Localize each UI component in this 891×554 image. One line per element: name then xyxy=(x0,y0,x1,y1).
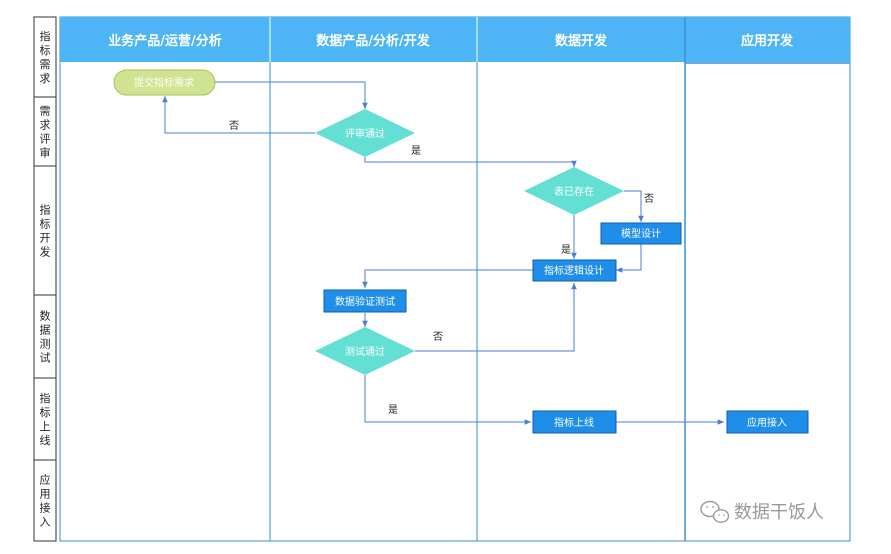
stage-char: 标 xyxy=(40,43,51,57)
stage-char: 指 xyxy=(40,391,51,405)
edge-review-yes xyxy=(364,157,577,167)
stage-char: 上 xyxy=(40,420,51,433)
process-validate-label: 数据验证测试 xyxy=(335,295,395,308)
process-logic-label: 指标逻辑设计 xyxy=(544,264,604,277)
stage-char: 指 xyxy=(40,203,51,217)
process-validate-test: 数据验证测试 xyxy=(323,289,407,313)
edge-label-table-yes: 是 xyxy=(561,244,571,256)
stage-char: 入 xyxy=(40,516,51,529)
stage-label-launch: 指标上线 xyxy=(40,391,51,447)
edge-review-no-back xyxy=(162,96,315,134)
stage-char: 审 xyxy=(40,146,51,160)
stage-char: 开 xyxy=(40,232,51,245)
process-model-label: 模型设计 xyxy=(621,227,661,240)
stage-char: 标 xyxy=(40,405,51,419)
stage-char: 发 xyxy=(40,245,51,259)
stage-char: 试 xyxy=(40,352,51,365)
stage-label-requirement: 指标需求 xyxy=(40,29,51,85)
process-launch-label: 指标上线 xyxy=(554,416,594,429)
stage-label-testing: 数据测试 xyxy=(40,310,51,365)
wechat-icon xyxy=(700,500,730,523)
decision-test-label: 测试通过 xyxy=(345,345,385,358)
watermark-text: 数据干饭人 xyxy=(734,502,824,523)
decision-table-exists: 表已存在 xyxy=(524,167,624,215)
lane-title-business: 业务产品/运营/分析 xyxy=(108,33,222,49)
stage-char: 求 xyxy=(40,119,51,132)
edge-label-review-yes: 是 xyxy=(411,145,421,157)
decision-review-label: 评审通过 xyxy=(345,127,385,140)
process-logic-design: 指标逻辑设计 xyxy=(532,259,617,282)
process-launch: 指标上线 xyxy=(532,410,617,434)
stage-char: 评 xyxy=(40,133,51,146)
swimlanes: 业务产品/运营/分析 数据产品/分析/开发 数据开发 应用开发 xyxy=(59,16,851,542)
stage-char: 数 xyxy=(40,310,51,323)
decision-test-pass: 测试通过 xyxy=(315,327,415,375)
node-submit-label: 提交指标需求 xyxy=(134,76,194,89)
stage-label-app-access: 应用接入 xyxy=(40,473,51,529)
edge-label-test-no: 否 xyxy=(433,331,443,343)
edge-logic-to-validate xyxy=(362,269,533,288)
stage-char: 接 xyxy=(40,502,51,515)
process-app-access-label: 应用接入 xyxy=(747,416,787,429)
stage-char: 求 xyxy=(40,72,51,85)
process-app-access: 应用接入 xyxy=(726,410,809,434)
edge-labels: 否 是 否 是 否 是 xyxy=(229,120,654,416)
stage-char: 线 xyxy=(40,433,51,447)
connectors xyxy=(162,81,724,425)
stage-char: 应 xyxy=(40,473,51,487)
edge-label-review-no: 否 xyxy=(229,120,239,132)
edge-label-test-yes: 是 xyxy=(388,404,398,416)
stage-char: 测 xyxy=(40,338,51,351)
decision-table-label: 表已存在 xyxy=(554,185,594,198)
lane-title-data-dev: 数据开发 xyxy=(555,33,608,49)
stage-char: 需 xyxy=(40,105,51,118)
edge-label-table-no: 否 xyxy=(644,193,654,205)
edge-submit-to-review xyxy=(215,81,368,109)
stage-label-development: 指标开发 xyxy=(40,203,51,259)
decision-review-pass: 评审通过 xyxy=(315,109,415,157)
stage-label-review: 需求评审 xyxy=(40,105,51,160)
edge-test-yes xyxy=(364,375,531,425)
lane-title-data-product: 数据产品/分析/开发 xyxy=(316,33,430,49)
stage-char: 据 xyxy=(40,323,51,337)
stage-char: 需 xyxy=(40,58,51,71)
stage-char: 标 xyxy=(40,217,51,231)
stage-char: 用 xyxy=(40,488,51,501)
edge-test-no xyxy=(415,283,577,352)
edge-table-no xyxy=(624,190,644,222)
process-model-design: 模型设计 xyxy=(600,222,682,245)
lane-title-app-dev: 应用开发 xyxy=(741,33,794,49)
node-submit-request: 提交指标需求 xyxy=(113,69,216,96)
stage-column: 指标需求 需求评审 指标开发 数据测试 指标上线 应用接入 xyxy=(33,16,57,542)
edge-model-to-logic xyxy=(616,244,642,273)
stage-char: 指 xyxy=(40,29,51,43)
watermark: 数据干饭人 xyxy=(700,500,824,523)
